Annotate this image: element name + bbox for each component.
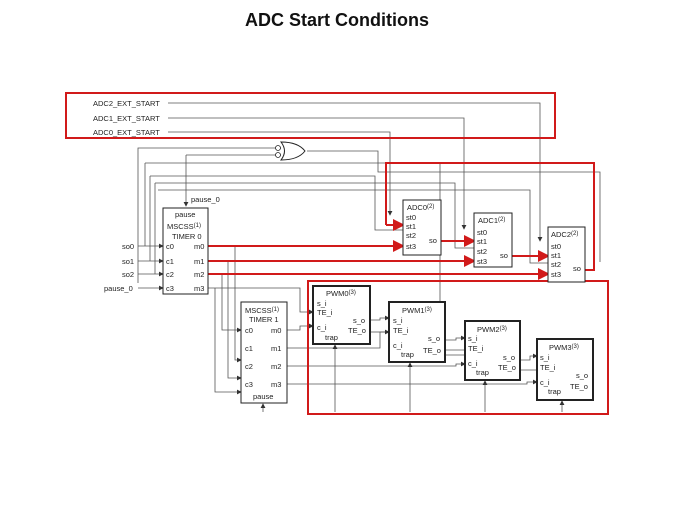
wiring xyxy=(137,102,601,412)
svg-text:so: so xyxy=(429,236,437,245)
input-label: so0 xyxy=(122,242,134,251)
timer0-block: pause MSCSS(1) TIMER 0 c0 c1 c2 c3 m0 m1… xyxy=(162,207,209,295)
svg-text:TE_i: TE_i xyxy=(317,308,333,317)
adc1-block: ADC1(2) st0 st1 st2 st3 so xyxy=(473,212,513,268)
svg-text:s_i: s_i xyxy=(317,299,327,308)
svg-text:trap: trap xyxy=(325,333,338,342)
timer1-block: MSCSS(1) TIMER 1 c0 c1 c2 c3 m0 m1 m2 m3… xyxy=(240,301,288,404)
ext-start-highlight-box xyxy=(65,92,556,139)
svg-text:c1: c1 xyxy=(166,257,174,266)
svg-text:PWM1(3): PWM1(3) xyxy=(402,306,432,315)
svg-text:TE_o: TE_o xyxy=(570,382,588,391)
svg-text:st3: st3 xyxy=(477,257,487,266)
svg-text:c_i: c_i xyxy=(393,341,403,350)
svg-text:c0: c0 xyxy=(166,242,174,251)
svg-text:TE_o: TE_o xyxy=(423,346,441,355)
svg-text:TE_o: TE_o xyxy=(498,363,516,372)
svg-text:TIMER 0: TIMER 0 xyxy=(172,232,202,241)
svg-text:st1: st1 xyxy=(406,222,416,231)
pwm-highlight-box xyxy=(307,280,609,415)
svg-text:st3: st3 xyxy=(406,242,416,251)
input-label: so1 xyxy=(122,257,134,266)
svg-text:trap: trap xyxy=(548,387,561,396)
svg-text:c3: c3 xyxy=(245,380,253,389)
svg-text:st3: st3 xyxy=(551,270,561,279)
adc0-block: ADC0(2) st0 st1 st2 st3 so xyxy=(402,199,442,256)
svg-text:m2: m2 xyxy=(271,362,281,371)
svg-text:s_o: s_o xyxy=(503,353,515,362)
pwm2-block: PWM2(3) s_i TE_i c_i trap s_o TE_o xyxy=(464,320,521,381)
svg-text:PWM2(3): PWM2(3) xyxy=(477,325,507,334)
svg-text:m2: m2 xyxy=(194,270,204,279)
svg-text:MSCSS(1): MSCSS(1) xyxy=(245,306,279,315)
input-label: pause_0 xyxy=(104,284,133,293)
svg-text:so: so xyxy=(500,251,508,260)
svg-text:st2: st2 xyxy=(406,231,416,240)
svg-text:c2: c2 xyxy=(166,270,174,279)
svg-text:m0: m0 xyxy=(194,242,204,251)
svg-text:pause: pause xyxy=(253,392,273,401)
svg-text:st0: st0 xyxy=(406,213,416,222)
svg-text:s_i: s_i xyxy=(540,353,550,362)
ext-start-label: ADC2_EXT_START xyxy=(93,99,160,108)
svg-text:s_o: s_o xyxy=(353,316,365,325)
svg-text:trap: trap xyxy=(401,350,414,359)
svg-text:c_i: c_i xyxy=(317,323,327,332)
svg-text:c0: c0 xyxy=(245,326,253,335)
svg-text:c_i: c_i xyxy=(540,378,550,387)
svg-text:s_i: s_i xyxy=(468,334,478,343)
svg-text:TE_i: TE_i xyxy=(468,344,484,353)
svg-text:s_i: s_i xyxy=(393,316,403,325)
svg-text:st0: st0 xyxy=(477,228,487,237)
ext-start-label: ADC0_EXT_START xyxy=(93,128,160,137)
svg-text:ADC0(2): ADC0(2) xyxy=(407,203,434,212)
pwm3-block: PWM3(3) s_i TE_i c_i trap s_o TE_o xyxy=(536,338,594,401)
svg-text:m1: m1 xyxy=(194,257,204,266)
svg-text:pause: pause xyxy=(175,210,195,219)
svg-text:trap: trap xyxy=(476,368,489,377)
svg-text:MSCSS(1): MSCSS(1) xyxy=(167,222,201,231)
svg-text:PWM3(3): PWM3(3) xyxy=(549,343,579,352)
svg-text:TE_i: TE_i xyxy=(393,326,409,335)
svg-text:st1: st1 xyxy=(551,251,561,260)
svg-text:st2: st2 xyxy=(551,260,561,269)
input-label: so2 xyxy=(122,270,134,279)
svg-text:c_i: c_i xyxy=(468,359,478,368)
nor-gate xyxy=(275,141,306,161)
svg-text:c1: c1 xyxy=(245,344,253,353)
svg-text:TE_o: TE_o xyxy=(348,326,366,335)
ext-start-label: ADC1_EXT_START xyxy=(93,114,160,123)
svg-text:s_o: s_o xyxy=(428,334,440,343)
svg-text:st1: st1 xyxy=(477,237,487,246)
svg-text:ADC2(2): ADC2(2) xyxy=(551,230,578,239)
svg-text:PWM0(3): PWM0(3) xyxy=(326,289,356,298)
svg-text:so: so xyxy=(573,264,581,273)
svg-text:st0: st0 xyxy=(551,242,561,251)
pwm0-block: PWM0(3) s_i TE_i c_i trap s_o TE_o xyxy=(312,285,371,345)
svg-text:m3: m3 xyxy=(271,380,281,389)
pwm1-block: PWM1(3) s_i TE_i c_i trap s_o TE_o xyxy=(388,301,446,363)
adc2-block: ADC2(2) st0 st1 st2 st3 so xyxy=(547,226,586,283)
svg-text:c2: c2 xyxy=(245,362,253,371)
svg-text:TIMER 1: TIMER 1 xyxy=(249,315,279,324)
adc2-to-adc0-path xyxy=(385,162,595,271)
svg-text:m1: m1 xyxy=(271,344,281,353)
svg-text:ADC1(2): ADC1(2) xyxy=(478,216,505,225)
page-title: ADC Start Conditions xyxy=(245,10,429,30)
pause-0-label: pause_0 xyxy=(191,195,220,204)
svg-text:s_o: s_o xyxy=(576,371,588,380)
svg-text:m3: m3 xyxy=(194,284,204,293)
svg-text:m0: m0 xyxy=(271,326,281,335)
svg-text:c3: c3 xyxy=(166,284,174,293)
svg-text:st2: st2 xyxy=(477,247,487,256)
highlight-paths xyxy=(65,92,609,415)
svg-text:TE_i: TE_i xyxy=(540,363,556,372)
